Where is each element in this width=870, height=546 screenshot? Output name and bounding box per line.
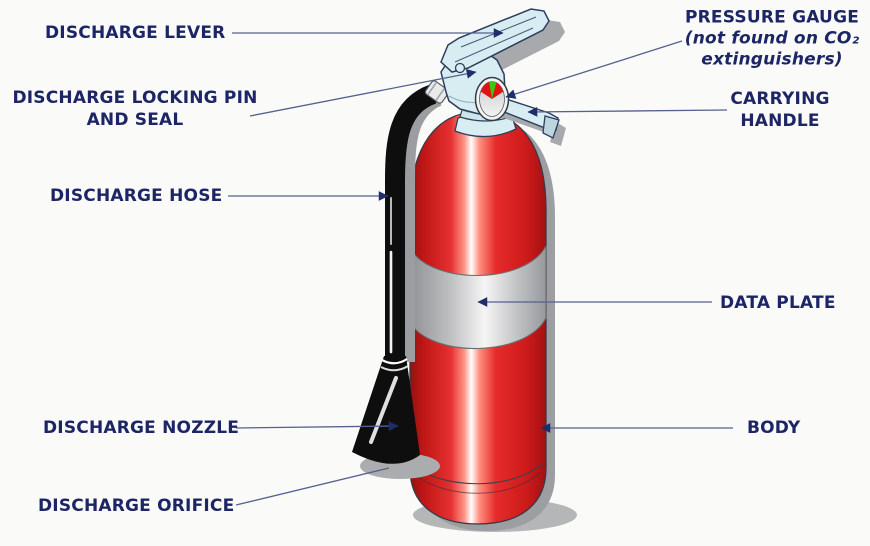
discharge-nozzle-graphic: [352, 356, 440, 479]
leader-lines: [228, 28, 733, 506]
label-discharge-nozzle: DISCHARGE NOZZLE: [43, 418, 240, 438]
label-data-plate: DATA PLATE: [720, 293, 836, 313]
label-discharge-locking-pin-line1: DISCHARGE LOCKING PIN: [12, 88, 258, 108]
pressure-gauge-leader-line: [505, 40, 683, 99]
orifice-leader-line: [235, 467, 390, 506]
hose-coupling-graphic: [424, 80, 450, 104]
nozzle-leader-line: [235, 421, 399, 431]
label-discharge-locking-pin-line2: AND SEAL: [86, 110, 184, 130]
label-pressure-gauge-note-line1: (not found on CO₂: [684, 28, 860, 49]
discharge-hose-graphic: [385, 80, 450, 364]
discharge-lever-graphic: [440, 8, 550, 74]
label-pressure-gauge: PRESSURE GAUGE (not found on CO₂ extingu…: [685, 8, 859, 71]
label-carrying-handle: CARRYING HANDLE: [730, 88, 829, 132]
label-pressure-gauge-note-line2: extinguishers): [701, 49, 843, 70]
label-discharge-orifice: DISCHARGE ORIFICE: [38, 496, 235, 516]
locking-pin-graphic: [454, 62, 466, 74]
locking-pin-leader-line: [249, 68, 477, 117]
label-pressure-gauge-title: PRESSURE GAUGE: [684, 7, 860, 28]
label-carrying-handle-line2: HANDLE: [740, 111, 820, 131]
label-discharge-lever: DISCHARGE LEVER: [45, 23, 226, 43]
label-body: BODY: [747, 418, 801, 438]
carrying-handle-leader-line: [527, 107, 728, 117]
label-carrying-handle-line1: CARRYING: [730, 89, 830, 109]
pressure-gauge-graphic: [474, 76, 510, 122]
label-discharge-hose: DISCHARGE HOSE: [50, 186, 223, 206]
label-discharge-locking-pin: DISCHARGE LOCKING PIN AND SEAL: [12, 87, 257, 131]
